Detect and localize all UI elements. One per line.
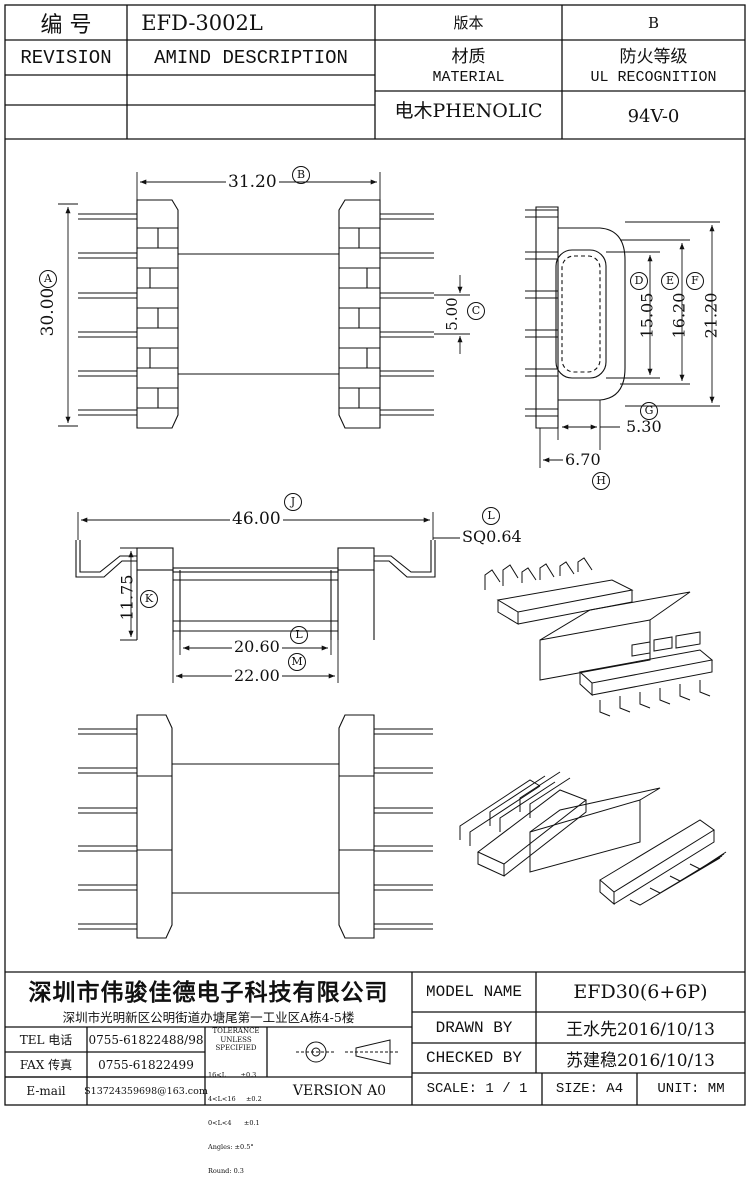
front-view bbox=[75, 540, 436, 640]
dim-height: 30.00 bbox=[38, 282, 58, 342]
mark-a: A bbox=[39, 270, 57, 288]
projection-symbol bbox=[296, 1039, 398, 1065]
dim-m: 22.00 bbox=[232, 666, 282, 685]
tolerance-row-1: 16<L ±0.3 bbox=[208, 1071, 257, 1079]
dim-k: 11.75 bbox=[117, 574, 137, 621]
company-name: 深圳市伟骏佳德电子科技有限公司 bbox=[28, 979, 389, 1006]
number-label: 编 号 bbox=[40, 12, 92, 38]
mark-m: M bbox=[288, 653, 306, 671]
checked-value: 苏建稳2016/10/13 bbox=[566, 1050, 715, 1071]
tolerance-angles: Angles: ±0.5° bbox=[208, 1143, 254, 1151]
version-label: 版本 bbox=[453, 14, 484, 32]
tolerance-row-2: 4<L<16 ±0.2 bbox=[208, 1095, 262, 1103]
mark-e: E bbox=[661, 272, 679, 290]
material-label-cn: 材质 bbox=[451, 46, 486, 67]
engineering-drawing bbox=[4, 4, 746, 1106]
drawn-value: 王水先2016/10/13 bbox=[566, 1020, 715, 1040]
company-address: 深圳市光明新区公明街道办塘尾第一工业区A栋4-5楼 bbox=[62, 1009, 355, 1025]
mark-f: F bbox=[686, 272, 704, 290]
mark-j: J bbox=[284, 493, 302, 511]
ul-label-cn: 防火等级 bbox=[619, 46, 688, 67]
mark-c: C bbox=[467, 302, 485, 320]
bottom-view bbox=[78, 714, 433, 939]
model-label: MODEL NAME bbox=[425, 983, 522, 1001]
ul-value: 94V-0 bbox=[627, 105, 680, 127]
tolerance-block: TOLERANCE UNLESS SPECIFIED bbox=[205, 1027, 267, 1053]
dim-j: 46.00 bbox=[230, 509, 283, 529]
drawing-border bbox=[4, 4, 746, 1106]
dim-width: 31.20 bbox=[226, 172, 279, 192]
dim-l: 20.60 bbox=[232, 637, 282, 656]
side-view bbox=[525, 206, 626, 429]
mark-l: L bbox=[290, 626, 308, 644]
isometric-view-bottom bbox=[459, 771, 727, 906]
dim-d: 15.05 bbox=[637, 292, 657, 339]
tolerance-round: Round: 0.3 bbox=[208, 1167, 244, 1175]
unit-label: UNIT: MM bbox=[657, 1081, 725, 1097]
part-number: EFD-3002L bbox=[141, 10, 263, 35]
ul-label-en: UL RECOGNITION bbox=[590, 68, 717, 86]
top-view bbox=[78, 199, 434, 429]
tolerance-sub1: UNLESS bbox=[220, 1035, 252, 1044]
model-value: EFD30(6+6P) bbox=[573, 981, 708, 1003]
dim-g: 5.30 bbox=[626, 417, 662, 436]
tolerance-row-3: 0<L<4 ±0.1 bbox=[208, 1119, 260, 1127]
version-text: VERSION A0 bbox=[292, 1083, 387, 1099]
dim-sq: SQ0.64 bbox=[462, 527, 522, 546]
dim-f: 21.20 bbox=[701, 292, 721, 339]
scale-label: SCALE: 1 / 1 bbox=[426, 1081, 528, 1097]
mark-k: K bbox=[140, 590, 158, 608]
material-label-en: MATERIAL bbox=[432, 68, 505, 86]
dim-e: 16.20 bbox=[669, 292, 689, 339]
mark-sq: L bbox=[482, 507, 500, 525]
isometric-view-top bbox=[484, 557, 714, 717]
drawn-label: DRAWN BY bbox=[435, 1018, 513, 1037]
tolerance-sub2: SPECIFIED bbox=[215, 1044, 257, 1052]
mark-h: H bbox=[592, 472, 610, 490]
tolerance-title: TOLERANCE bbox=[212, 1027, 260, 1035]
material-value: 电木PHENOLIC bbox=[394, 99, 543, 122]
size-label: SIZE: A4 bbox=[555, 1081, 624, 1097]
dim-pitch: 5.00 bbox=[443, 297, 461, 331]
email-value: S13724359698@163.com bbox=[84, 1085, 208, 1097]
version-value: B bbox=[647, 13, 660, 32]
dim-h: 6.70 bbox=[563, 450, 603, 469]
mark-d: D bbox=[630, 272, 648, 290]
fax-label: FAX 传真 bbox=[19, 1058, 73, 1072]
tolerance-rows: 16<L ±0.3 4<L<16 ±0.2 0<L<4 ±0.1 Angles:… bbox=[208, 1055, 268, 1183]
tel-label: TEL 电话 bbox=[19, 1033, 73, 1047]
fax-value: 0755-61822499 bbox=[98, 1057, 194, 1072]
revision-label: REVISION bbox=[20, 46, 112, 69]
email-label: E-mail bbox=[26, 1084, 66, 1098]
mark-g: G bbox=[640, 402, 658, 420]
tel-value: 0755-61822488/98 bbox=[88, 1032, 204, 1047]
checked-label: CHECKED BY bbox=[425, 1049, 522, 1067]
amind-description-label: AMIND DESCRIPTION bbox=[154, 46, 348, 69]
mark-b: B bbox=[292, 166, 310, 184]
